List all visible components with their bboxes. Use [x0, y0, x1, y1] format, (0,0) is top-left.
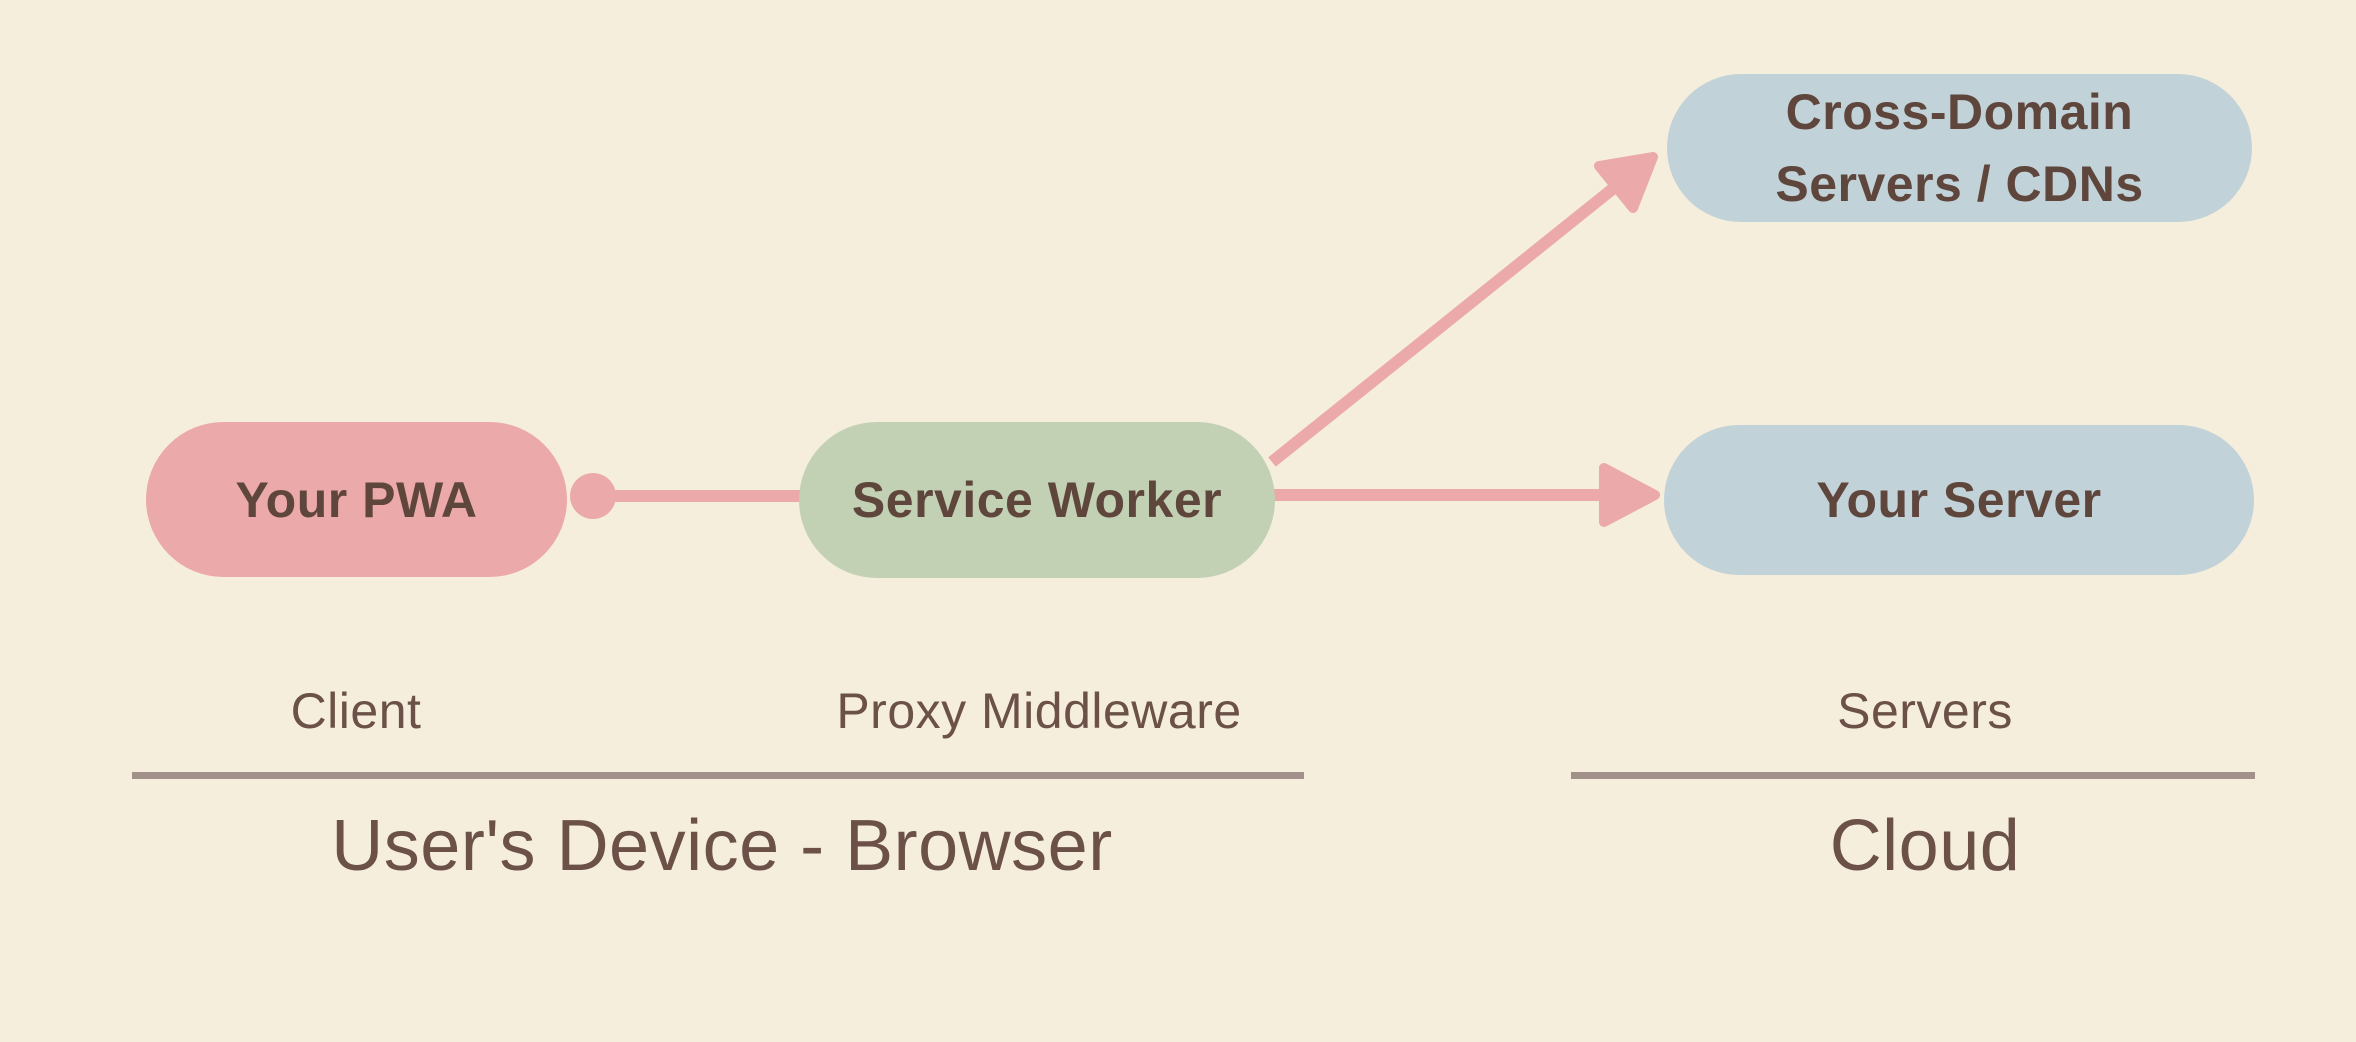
group-title-users-device-browser: User's Device - Browser: [331, 806, 1113, 886]
edge-service-worker-to-cross-domain: [1268, 178, 1624, 467]
section-label-proxy-middleware: Proxy Middleware: [836, 683, 1242, 739]
node-your-pwa: Your PWA: [146, 422, 567, 577]
section-label-servers: Servers: [1837, 683, 2013, 739]
node-your-server-label: Your Server: [1816, 472, 2102, 528]
connector-dot-icon: [570, 473, 616, 519]
node-cross-domain-servers: Cross-Domain Servers / CDNs: [1667, 74, 2252, 222]
node-cross-domain-label-line1: Cross-Domain: [1785, 84, 2134, 140]
arrowhead-cross-domain-icon: [1594, 152, 1658, 213]
divider-cloud: [1571, 772, 2255, 779]
arrowhead-your-server-icon: [1599, 463, 1660, 527]
group-title-cloud: Cloud: [1829, 806, 2021, 886]
node-your-pwa-label: Your PWA: [235, 471, 478, 528]
node-service-worker: Service Worker: [799, 422, 1275, 578]
section-label-client: Client: [290, 683, 422, 739]
node-your-server: Your Server: [1664, 425, 2254, 575]
divider-user-device: [132, 772, 1304, 779]
node-cross-domain-label-line2: Servers / CDNs: [1775, 156, 2144, 212]
node-service-worker-label: Service Worker: [851, 472, 1223, 528]
